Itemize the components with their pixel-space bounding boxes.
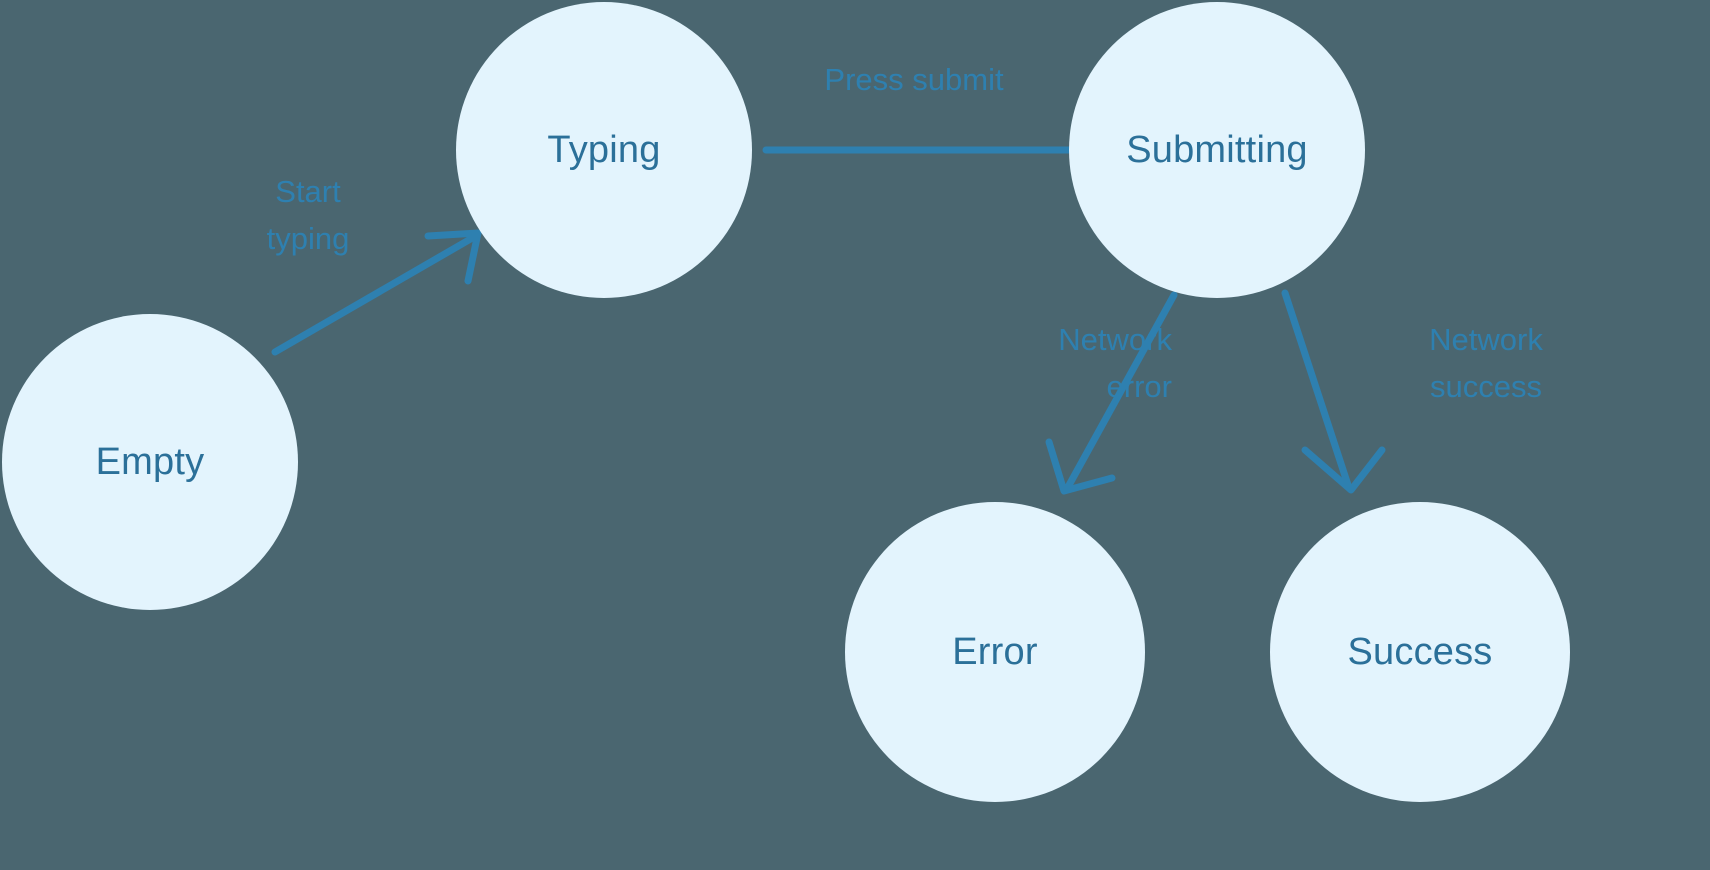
state-node-label: Success <box>1347 631 1493 673</box>
state-node-empty[interactable]: Empty <box>2 314 298 610</box>
edge-label-network-error: Network error <box>1058 322 1172 405</box>
state-node-success[interactable]: Success <box>1270 502 1570 802</box>
edge-label-start-typing: Start typing <box>266 174 350 257</box>
state-node-label: Typing <box>547 129 661 171</box>
edge-label-press-submit: Press submit <box>824 62 1004 97</box>
state-node-label: Error <box>952 631 1038 673</box>
edge-label-network-success: Network success <box>1429 322 1543 405</box>
state-node-label: Empty <box>95 441 205 483</box>
state-node-typing[interactable]: Typing <box>456 2 752 298</box>
state-node-label: Submitting <box>1126 129 1308 171</box>
edge-empty-to-typing <box>271 229 482 356</box>
edge-submitting-to-error <box>1045 291 1178 495</box>
state-node-submitting[interactable]: Submitting <box>1069 2 1365 298</box>
state-node-error[interactable]: Error <box>845 502 1145 802</box>
edge-submitting-to-success <box>1281 289 1386 494</box>
